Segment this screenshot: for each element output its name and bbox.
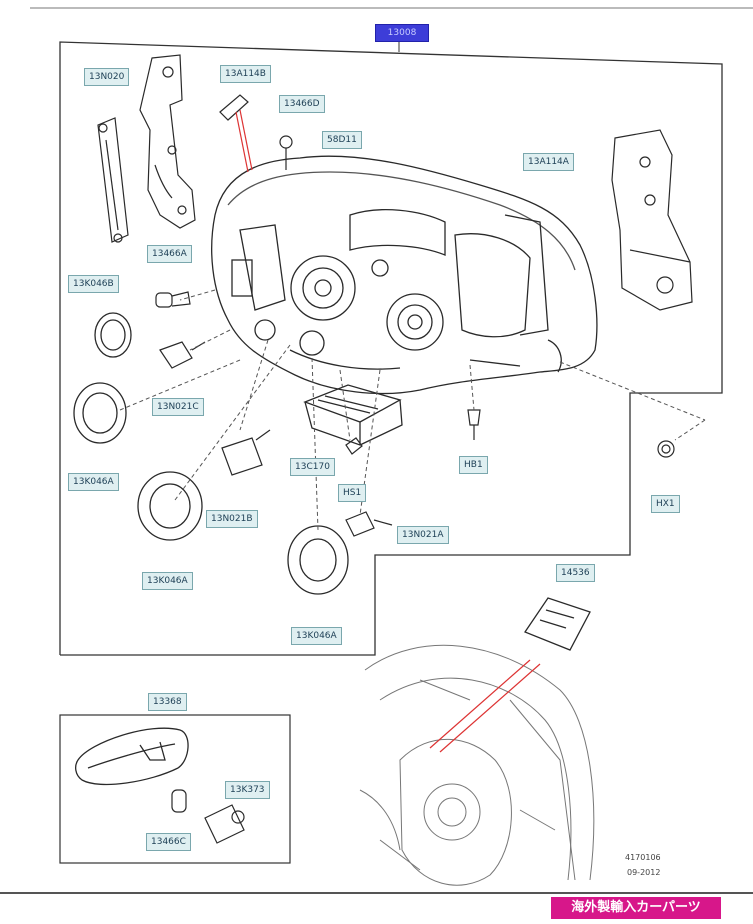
socket-13n021a-part bbox=[345, 511, 393, 537]
headlamp-housing bbox=[211, 155, 598, 395]
label-13008[interactable]: 13008 bbox=[375, 24, 429, 42]
label-13k373[interactable]: 13K373 bbox=[225, 781, 270, 799]
cap-13k046b-part bbox=[94, 312, 132, 358]
bulb-hb1-part bbox=[467, 409, 481, 440]
label-13k046a-1[interactable]: 13K046A bbox=[68, 473, 119, 491]
bulb-hs1-part bbox=[345, 437, 363, 455]
drawing-number: 4170106 bbox=[625, 853, 661, 862]
socket-13k373-part bbox=[204, 804, 245, 844]
right-bracket-part bbox=[611, 129, 693, 311]
label-13a114b[interactable]: 13A114B bbox=[220, 65, 271, 83]
bulb-13466a-part bbox=[155, 291, 191, 308]
label-13n021b[interactable]: 13N021B bbox=[206, 510, 258, 528]
brand-banner: 海外製輸入カーパーツ bbox=[551, 897, 721, 919]
label-hx1[interactable]: HX1 bbox=[651, 495, 680, 513]
label-hb1[interactable]: HB1 bbox=[459, 456, 488, 474]
bulb-hx1-part bbox=[657, 440, 675, 458]
side-repeater-part bbox=[75, 727, 189, 786]
left-bracket-part bbox=[139, 54, 196, 229]
connector-14536-part bbox=[524, 597, 591, 651]
vehicle-sketch bbox=[359, 644, 595, 886]
bulb-13466c-part bbox=[171, 789, 187, 813]
label-13466d[interactable]: 13466D bbox=[279, 95, 325, 113]
assembly-boundary bbox=[59, 41, 723, 656]
label-13368[interactable]: 13368 bbox=[148, 693, 187, 711]
dashed-assembly-lines bbox=[119, 289, 706, 531]
label-58d11[interactable]: 58D11 bbox=[322, 131, 362, 149]
bulb-13466d-part bbox=[219, 94, 253, 173]
support-bar-part bbox=[97, 117, 129, 243]
label-13466c[interactable]: 13466C bbox=[146, 833, 191, 851]
label-13n021c[interactable]: 13N021C bbox=[152, 398, 204, 416]
label-13n021a[interactable]: 13N021A bbox=[397, 526, 449, 544]
date-code: 09-2012 bbox=[627, 868, 661, 877]
label-13k046a-3[interactable]: 13K046A bbox=[291, 627, 342, 645]
cap-13k046a-part-3 bbox=[287, 525, 349, 595]
label-13k046b[interactable]: 13K046B bbox=[68, 275, 119, 293]
label-hs1[interactable]: HS1 bbox=[338, 484, 367, 502]
repeater-inset-box bbox=[59, 714, 291, 864]
label-13c170[interactable]: 13C170 bbox=[290, 458, 335, 476]
screw-58d11-part bbox=[279, 135, 293, 170]
red-leader-lines bbox=[429, 659, 541, 753]
label-13n020[interactable]: 13N020 bbox=[84, 68, 130, 86]
cap-13k046a-part-2 bbox=[137, 471, 203, 541]
label-13k046a-2[interactable]: 13K046A bbox=[142, 572, 193, 590]
label-14536[interactable]: 14536 bbox=[556, 564, 595, 582]
socket-13n021b-part bbox=[221, 429, 271, 476]
label-13a114a[interactable]: 13A114A bbox=[523, 153, 574, 171]
cap-13k046a-part-1 bbox=[73, 382, 127, 444]
label-13466a[interactable]: 13466A bbox=[147, 245, 192, 263]
module-13c170-part bbox=[303, 384, 403, 446]
